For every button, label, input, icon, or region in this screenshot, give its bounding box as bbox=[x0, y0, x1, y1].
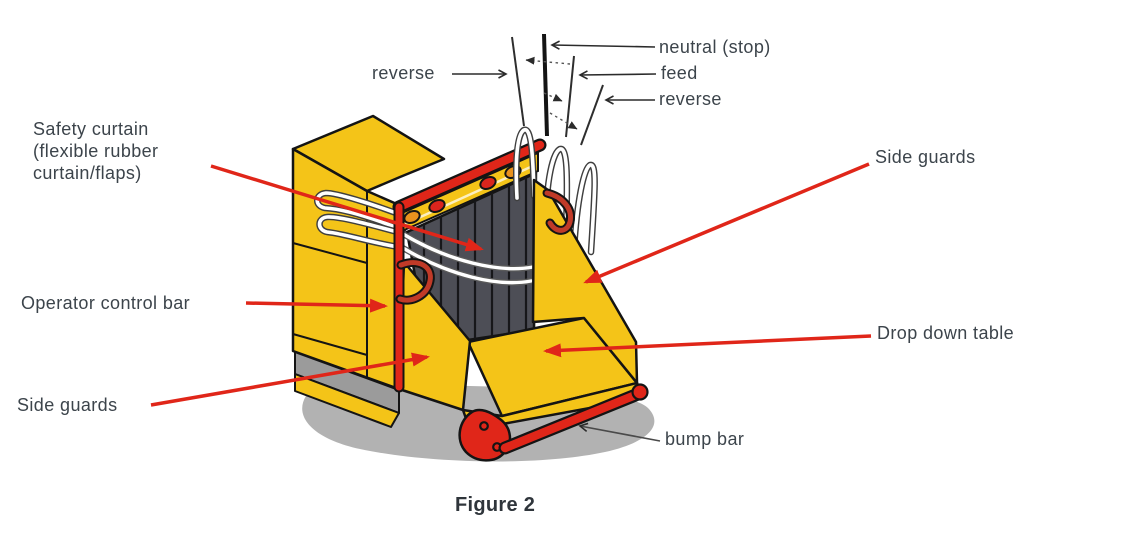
label-reverse-left: reverse bbox=[372, 63, 435, 83]
leader-arrows-black bbox=[452, 40, 661, 442]
feed-arrow bbox=[578, 70, 657, 80]
drop-down-table-arrow bbox=[543, 334, 872, 358]
label-reverse-right: reverse bbox=[659, 89, 722, 109]
safety-curtain-arrow bbox=[210, 164, 484, 252]
bump-bar-part bbox=[458, 383, 649, 462]
label-neutral-stop: neutral (stop) bbox=[659, 37, 771, 57]
neutral-arrow bbox=[550, 40, 656, 50]
operator-control-bar-arrow bbox=[245, 298, 388, 313]
label-safety-curtain: Safety curtain (flexible rubber curtain/… bbox=[33, 119, 159, 183]
side-guards-right-arrow bbox=[583, 162, 870, 284]
label-operator-control-bar: Operator control bar bbox=[21, 293, 191, 313]
control-bar-position-lines bbox=[511, 33, 604, 146]
label-drop-down-table: Drop down table bbox=[877, 323, 1015, 343]
ghost-control-bar-loops-right bbox=[513, 126, 598, 256]
label-feed: feed bbox=[661, 63, 698, 83]
leader-arrows-red bbox=[150, 162, 872, 407]
operator-control-bar-frame bbox=[393, 188, 576, 393]
side-guards-left-arrow bbox=[150, 352, 430, 407]
label-side-guards-right: Side guards bbox=[875, 147, 976, 167]
label-side-guards-left: Side guards bbox=[17, 395, 118, 415]
ghost-bar-across-curtain bbox=[400, 231, 536, 286]
bump-bar-arrow bbox=[578, 422, 661, 442]
figure-caption: Figure 2 bbox=[455, 494, 536, 516]
label-bump-bar: bump bar bbox=[665, 429, 745, 449]
